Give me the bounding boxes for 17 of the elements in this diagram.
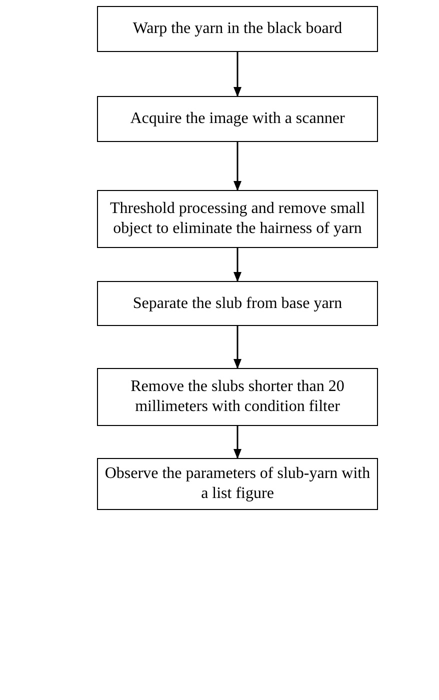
arrow	[234, 426, 242, 459]
process-box	[97, 368, 378, 426]
process-box	[97, 190, 378, 248]
process-box	[97, 96, 378, 142]
step-text: Warp the yarn in the black board	[132, 19, 342, 39]
step-text: Acquire the image with a scanner	[130, 109, 345, 129]
arrow	[234, 248, 242, 282]
arrow	[234, 142, 242, 191]
arrow	[234, 52, 242, 97]
process-box	[97, 281, 378, 326]
step-text: Separate the slub from base yarn	[132, 294, 342, 314]
arrow	[234, 326, 242, 369]
process-box	[97, 6, 378, 52]
process-box	[97, 458, 378, 510]
step-text: Remove the slubs shorter than 20 millimeters with condition filter	[130, 377, 346, 417]
step-text: Threshold processing and remove small object to eliminate the hairness of yarn	[108, 199, 366, 239]
step-text: Observe the parameters of slub-yarn with a list figure	[104, 464, 372, 504]
